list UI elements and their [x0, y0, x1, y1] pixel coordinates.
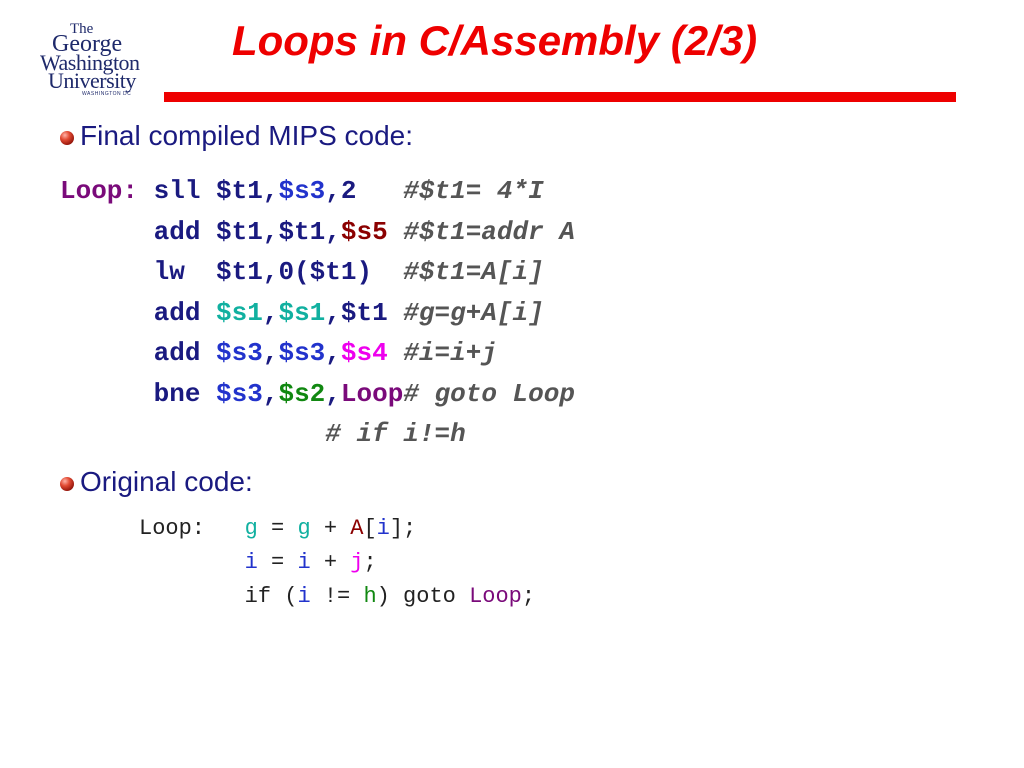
code-token — [139, 584, 245, 609]
logo-line-university: University — [48, 68, 136, 93]
original-c-code-block: Loop: g = g + A[i]; i = i + j; if (i != … — [139, 512, 535, 614]
original-heading-text: Original code: — [80, 466, 253, 497]
code-token: $s3 — [278, 338, 326, 368]
red-ball-bullet-icon — [60, 131, 74, 145]
code-token: Loop: — [139, 516, 245, 541]
code-token: sll — [153, 176, 217, 206]
code-token: $s1 — [216, 297, 263, 328]
code-token: A — [350, 516, 364, 541]
code-token: i — [297, 584, 311, 609]
code-token: #$t1=A[i] — [403, 257, 544, 287]
code-token: add — [153, 297, 217, 328]
c-code-line: if (i != h) goto Loop; — [139, 580, 535, 614]
code-token: bne — [153, 378, 217, 409]
logo-line-washington: Washington — [40, 50, 140, 75]
code-token: $s3 — [216, 338, 263, 368]
code-token — [60, 217, 154, 247]
red-ball-bullet-icon — [60, 477, 74, 491]
code-token — [139, 550, 245, 575]
code-token: = — [257, 516, 298, 541]
code-token: , — [262, 297, 279, 328]
code-token: , — [262, 338, 279, 368]
mips-code-line: add $s3,$s3,$s4 #i=i+j — [60, 333, 575, 374]
code-token: Loop — [469, 584, 522, 609]
code-token: , — [262, 378, 279, 409]
code-token — [60, 419, 325, 449]
c-code-line: i = i + j; — [139, 546, 535, 580]
code-token: g — [297, 516, 311, 541]
code-token: i — [297, 550, 311, 575]
code-token — [388, 338, 404, 368]
title-underline — [164, 92, 956, 102]
code-token: [ — [363, 516, 377, 541]
code-token: h — [363, 584, 377, 609]
code-token: ,$t1 — [325, 297, 404, 328]
code-token — [60, 298, 154, 328]
code-token: lw — [153, 257, 217, 287]
logo-line-george: George — [52, 31, 123, 57]
logo-line-location: WASHINGTON DC — [82, 91, 132, 97]
code-token: # goto Loop — [403, 378, 575, 409]
code-token: #$t1=addr A — [403, 216, 575, 247]
c-code-line: Loop: g = g + A[i]; — [139, 512, 535, 546]
slide-title: Loops in C/Assembly (2/3) — [232, 17, 758, 64]
code-token: $t1, — [216, 176, 279, 206]
code-token: i — [244, 550, 258, 575]
mips-code-line: add $s1,$s1,$t1 #g=g+A[i] — [60, 293, 575, 334]
code-token — [388, 217, 404, 247]
code-token: $s2 — [278, 378, 326, 409]
code-token: # if i!=h — [325, 419, 466, 449]
code-token: $t1,0($t1) — [216, 257, 373, 287]
code-token — [60, 257, 154, 287]
logo-line-the: The — [70, 21, 94, 37]
code-token: $s5 — [340, 216, 388, 247]
bullet-mips-heading: Final compiled MIPS code: — [60, 122, 413, 150]
code-token: $s1 — [278, 297, 326, 328]
code-token — [60, 379, 154, 409]
code-token: #i=i+j — [403, 338, 497, 368]
mips-code-line: Loop: sll $t1,$s3,2 #$t1= 4*I — [60, 171, 575, 212]
code-token: g — [244, 516, 258, 541]
code-token: $s3 — [278, 176, 326, 206]
code-token: $s4 — [340, 338, 388, 368]
mips-code-line: lw $t1,0($t1) #$t1=A[i] — [60, 252, 575, 293]
code-token: j — [350, 550, 364, 575]
bullet-original-heading: Original code: — [60, 468, 253, 496]
code-token: Loop — [340, 378, 404, 409]
code-token: $s3 — [216, 378, 263, 409]
code-token: ]; — [389, 516, 417, 541]
mips-heading-text: Final compiled MIPS code: — [80, 120, 414, 151]
code-token: ,2 — [325, 176, 404, 206]
code-token: #g=g+A[i] — [403, 297, 544, 328]
code-token: #$t1= 4*I — [403, 176, 544, 206]
code-token: add — [153, 216, 217, 247]
code-token: , — [325, 378, 341, 409]
mips-code-line: add $t1,$t1,$s5 #$t1=addr A — [60, 212, 575, 253]
code-token: $t1,$t1, — [216, 216, 341, 247]
mips-code-block: Loop: sll $t1,$s3,2 #$t1= 4*I add $t1,$t… — [60, 171, 575, 455]
code-token: add — [153, 338, 217, 368]
code-token: ; — [521, 584, 536, 609]
code-token: ; — [363, 550, 377, 575]
mips-code-line: # if i!=h — [60, 414, 575, 455]
university-logo: The George Washington University WASHING… — [40, 22, 166, 98]
code-token: if ( — [244, 584, 298, 609]
code-token: Loop: — [60, 176, 154, 206]
code-token: , — [325, 338, 341, 368]
code-token: i — [376, 516, 390, 541]
code-token: + — [310, 516, 351, 541]
mips-code-line: bne $s3,$s2,Loop# goto Loop — [60, 374, 575, 415]
code-token — [372, 257, 403, 287]
code-token: ) goto — [376, 584, 470, 609]
code-token: != — [310, 584, 364, 609]
code-token — [60, 338, 154, 368]
code-token: = — [257, 550, 298, 575]
code-token: + — [310, 550, 351, 575]
